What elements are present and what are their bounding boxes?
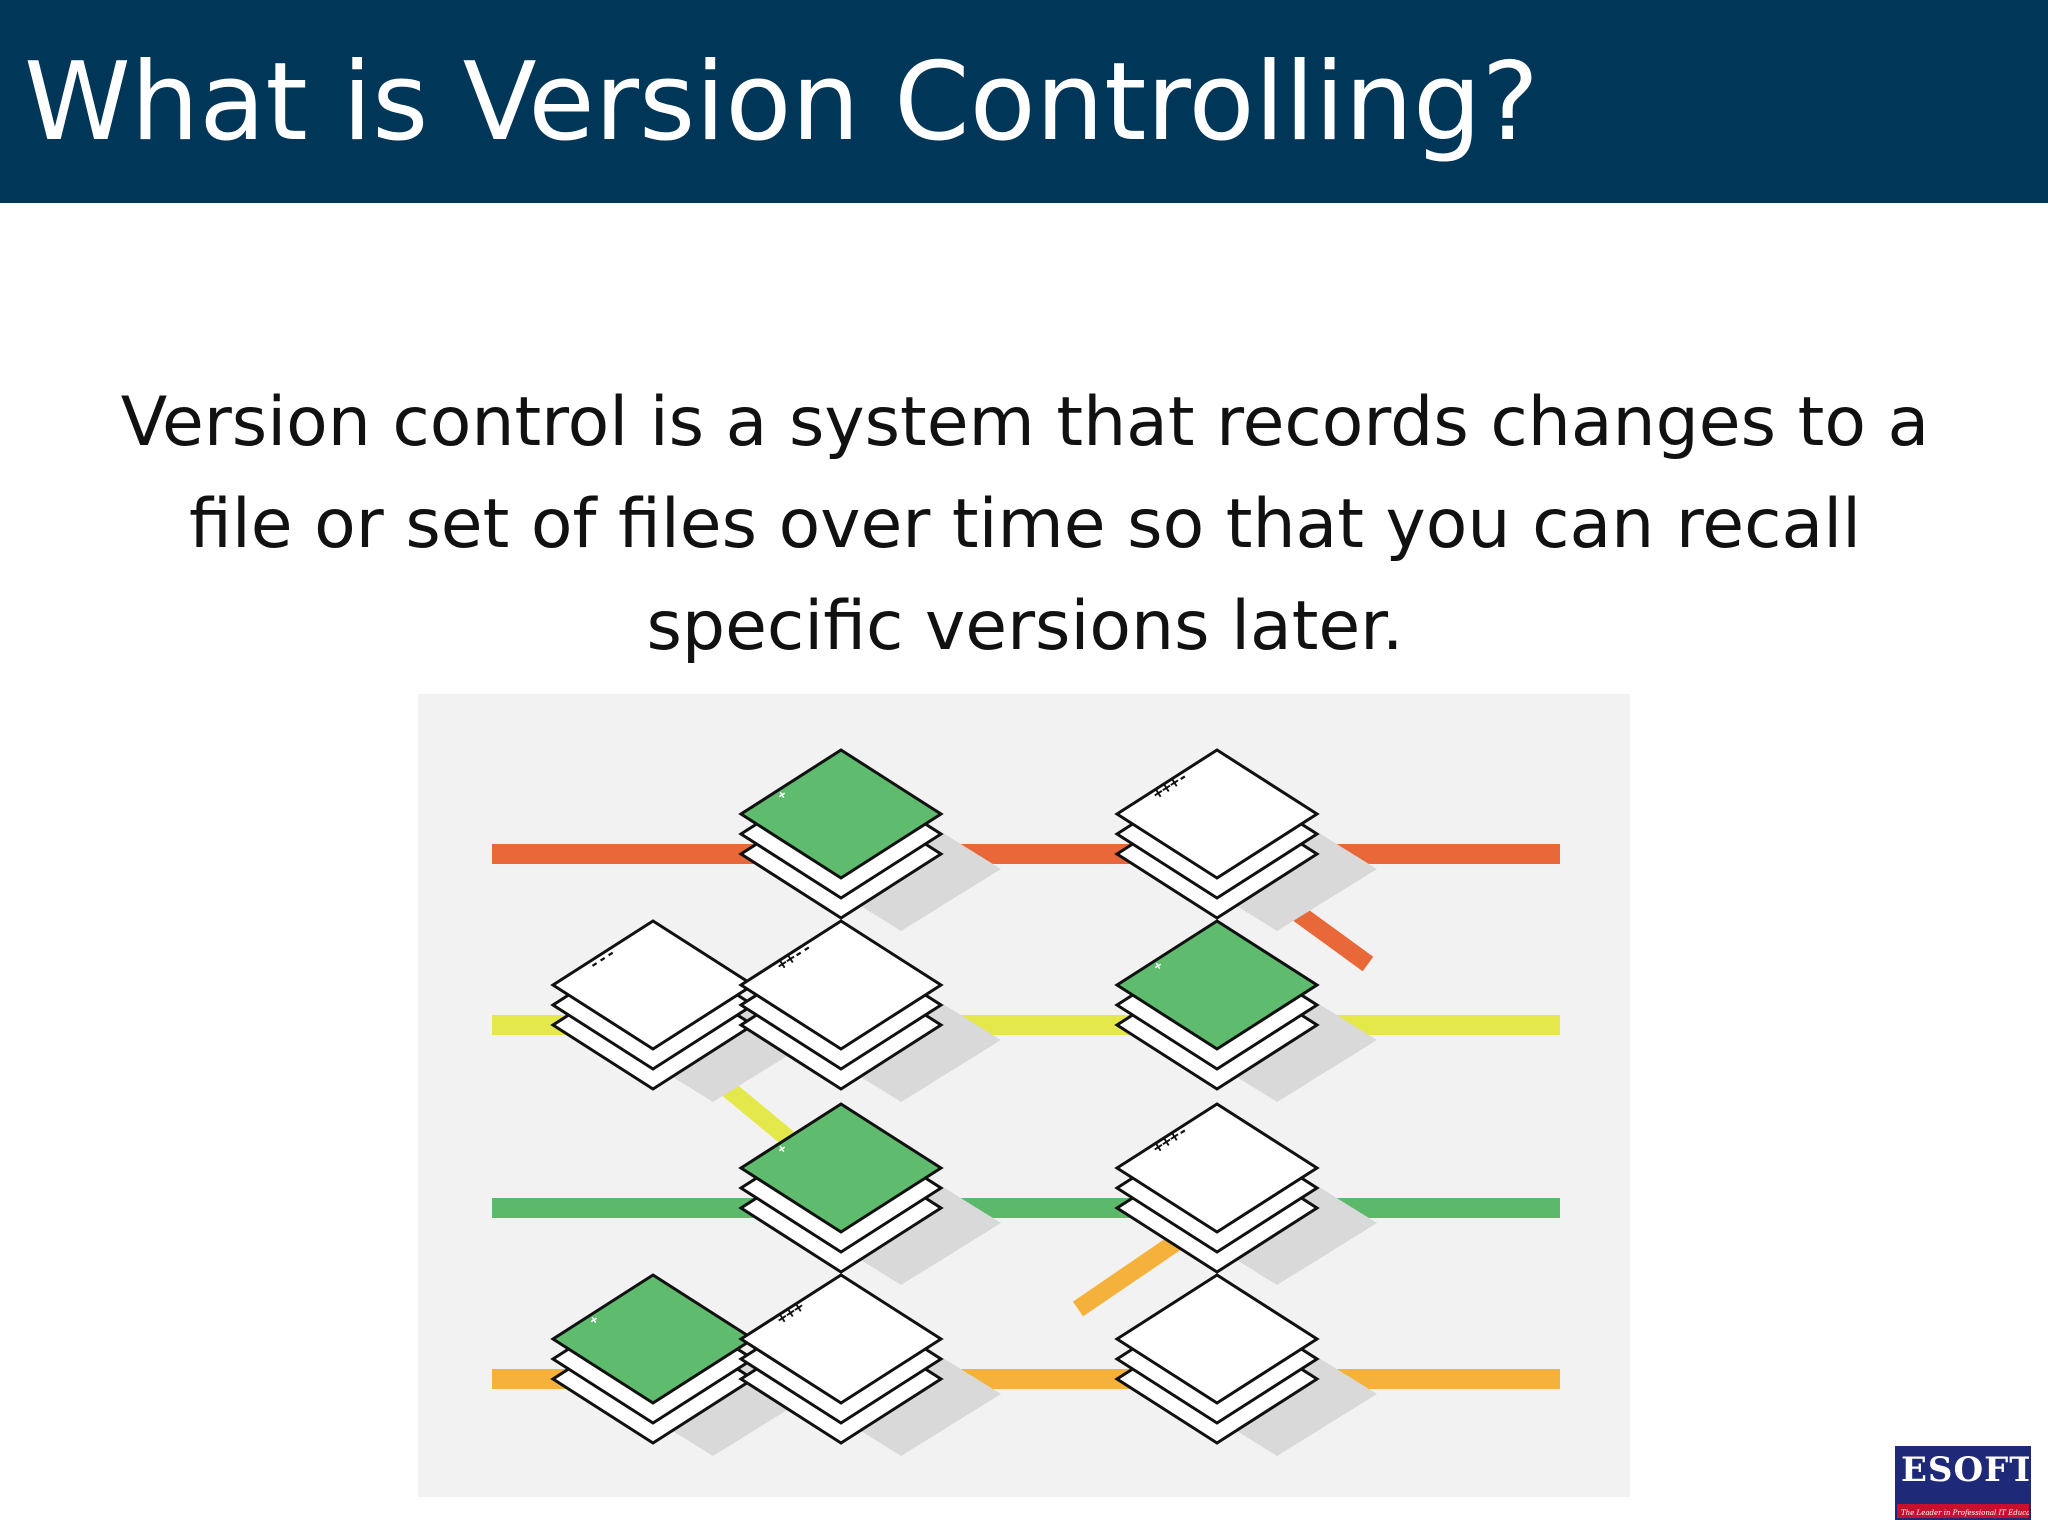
document-stack	[1114, 1273, 1377, 1456]
logo-strip	[1897, 1504, 2029, 1518]
logo-text: ESOFT	[1901, 1450, 2031, 1490]
document-stack: ---	[550, 919, 813, 1102]
document-top-page	[1114, 1102, 1320, 1234]
document-stack: +++-	[1114, 1102, 1377, 1285]
slide-title: What is Version Controlling?	[24, 40, 1539, 165]
document-top-page	[738, 1102, 944, 1234]
document-top-page	[738, 1273, 944, 1405]
document-top-page	[738, 748, 944, 880]
document-top-page	[550, 919, 756, 1051]
document-top-page	[1114, 748, 1320, 880]
logo-tagline: The Leader in Professional IT Education	[1901, 1509, 2031, 1517]
title-bar: What is Version Controlling?	[0, 0, 2048, 203]
slide-body-text: Version control is a system that records…	[120, 383, 1930, 666]
document-top-page	[1114, 919, 1320, 1051]
document-top-page	[550, 1273, 756, 1405]
document-stack: +	[1114, 919, 1377, 1102]
document-top-page	[738, 919, 944, 1051]
branch-connector	[1072, 1226, 1194, 1317]
document-stack: +	[738, 748, 1001, 931]
document-stack: +++-	[1114, 748, 1377, 931]
lane-line-green	[492, 1198, 1560, 1218]
document-stack: ++--	[738, 919, 1001, 1102]
document-top-page	[1114, 1273, 1320, 1405]
document-stack: +++	[738, 1273, 1001, 1456]
document-stack: +	[738, 1102, 1001, 1285]
version-control-diagram: ++++----++--+++++-++++	[418, 694, 1630, 1497]
lane-line-orange-red	[492, 844, 1560, 864]
esoft-logo: ESOFT The Leader in Professional IT Educ…	[1895, 1446, 2031, 1520]
